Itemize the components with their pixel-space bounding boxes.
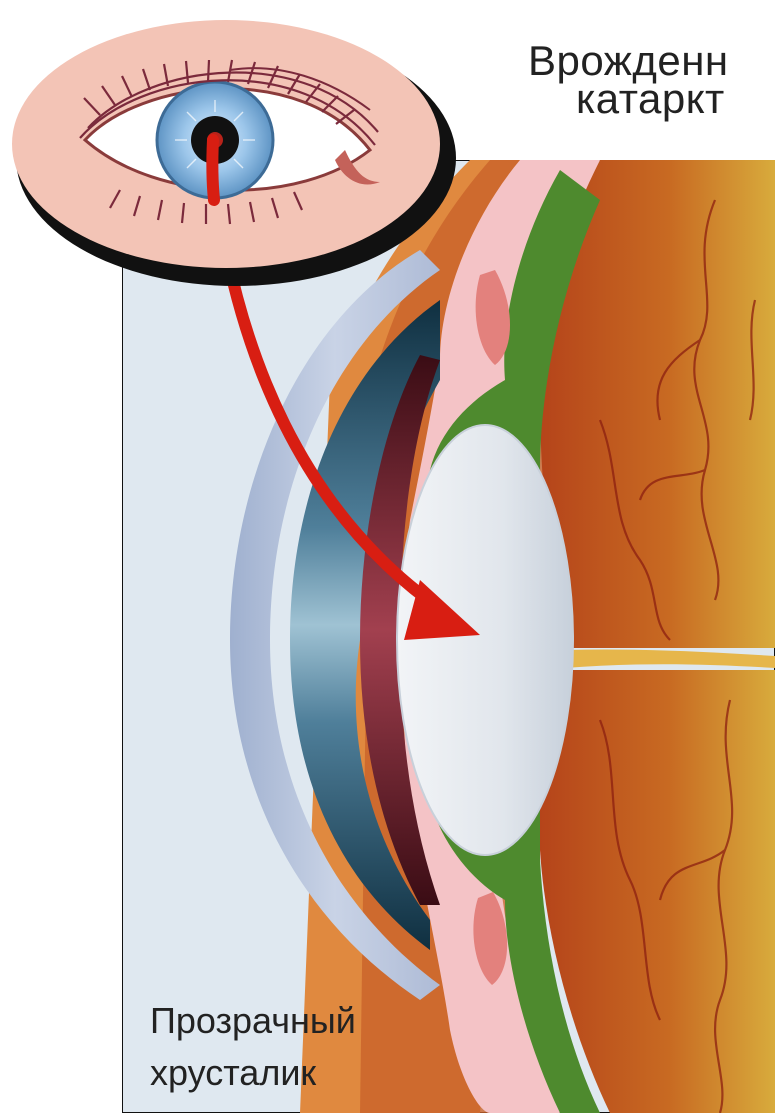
diagram-title-line-2: катаркт [576, 78, 725, 120]
lens-label-line-2: хрусталик [150, 1055, 316, 1091]
clear-lens [397, 425, 573, 855]
eye-cross-section [122, 140, 775, 1113]
eye-icon [12, 20, 456, 286]
lens-label-line-1: Прозрачный [150, 1003, 356, 1039]
